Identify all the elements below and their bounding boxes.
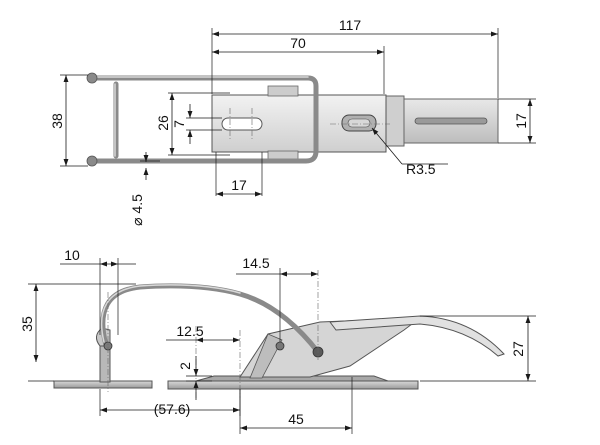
dim-base-thickness: 2 (177, 356, 212, 400)
dim-slot-width: 7 (171, 104, 222, 144)
dim-overall-length: 117 (211, 17, 499, 98)
latch-base (167, 315, 505, 390)
dim-reach: (57.6) (99, 389, 241, 417)
dim-label-12-5: 12.5 (176, 323, 203, 339)
dim-hole-pitch: 17 (215, 152, 263, 197)
dim-plate-length: 70 (212, 35, 385, 94)
dim-label-117: 117 (339, 17, 362, 33)
dim-label-17-strike: 17 (513, 113, 529, 129)
dim-label-45: 45 (288, 411, 304, 427)
dim-label-17-pitch: 17 (231, 177, 247, 193)
dim-label-70: 70 (290, 35, 306, 51)
dim-label-2: 2 (177, 362, 193, 370)
strike-plate (383, 95, 499, 147)
dim-hinge-offset: 12.5 (166, 323, 240, 343)
dim-wire-diameter: ⌀ 4.5 (129, 152, 160, 226)
dim-label-27: 27 (510, 341, 526, 357)
dim-strike-width: 17 (498, 98, 536, 144)
dim-label-10: 10 (64, 247, 80, 263)
dim-base-length: 45 (239, 377, 353, 434)
dim-wire-width: 38 (49, 74, 88, 167)
dim-height: 35 (19, 283, 136, 382)
dim-label-26: 26 (155, 115, 171, 131)
dim-label-38: 38 (49, 113, 65, 129)
dim-hook-offset: 10 (60, 247, 136, 335)
dim-slot-radius: R3.5 (371, 127, 448, 177)
dim-label-7: 7 (171, 120, 187, 128)
base-plate (211, 85, 390, 162)
left-slot (221, 117, 263, 131)
dim-label-14-5: 14.5 (242, 255, 269, 271)
dim-label-r3-5: R3.5 (406, 161, 436, 177)
dim-label-57-6: (57.6) (154, 401, 191, 417)
dim-strike-height: 27 (420, 315, 536, 382)
side-view: 10 35 14.5 12.5 2 (19, 247, 536, 434)
wire-bail (86, 72, 319, 167)
side-bail (100, 283, 324, 358)
dim-pivot-offset: 14.5 (236, 255, 318, 342)
top-view: 117 70 38 26 7 (49, 17, 536, 226)
dim-label-35: 35 (19, 316, 35, 332)
dim-inner-width: 26 (155, 92, 230, 156)
dim-label-wire-dia: ⌀ 4.5 (129, 194, 145, 226)
